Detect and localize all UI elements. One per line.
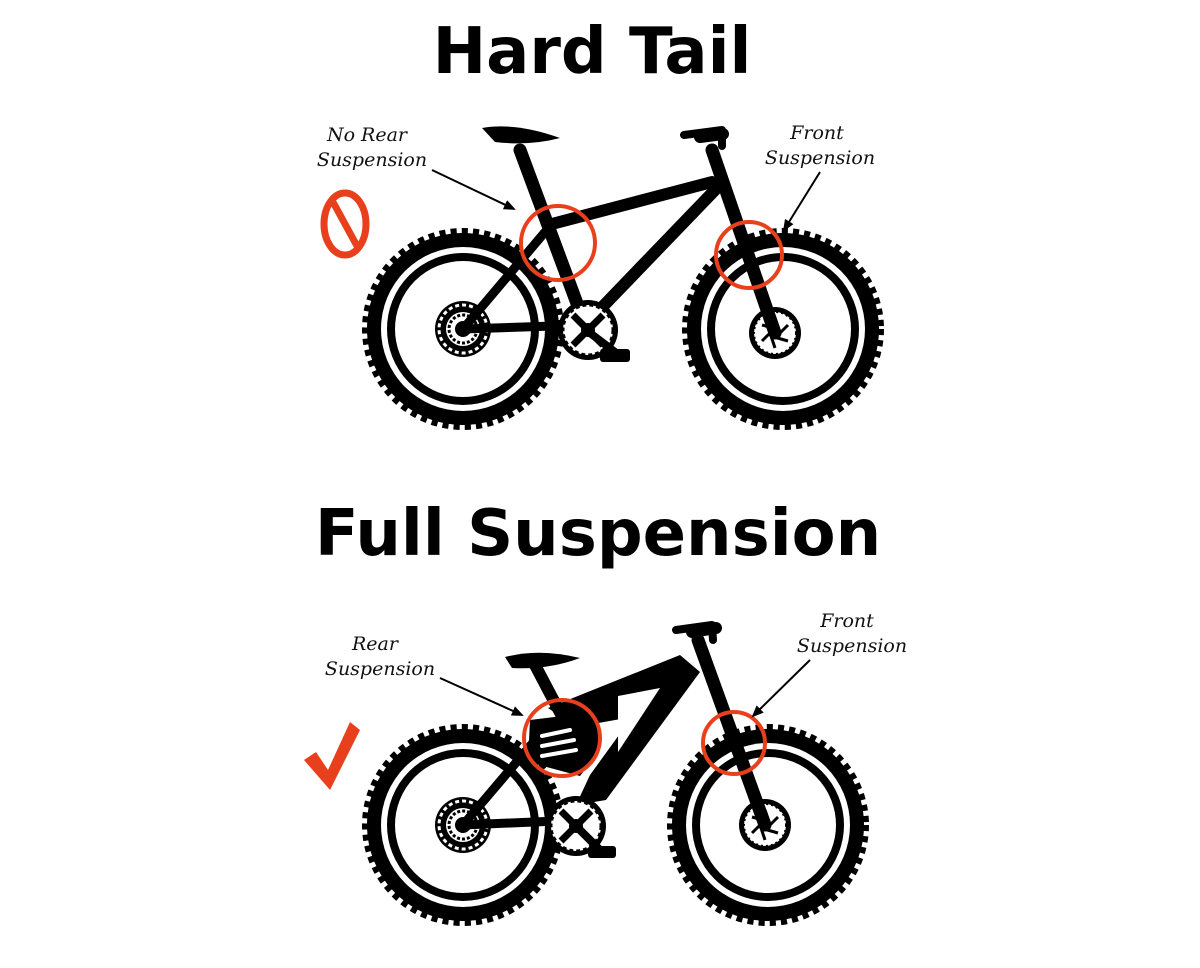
full-section: Full Suspension bbox=[304, 497, 907, 921]
full-title: Full Suspension bbox=[315, 497, 881, 571]
checkmark-icon bbox=[304, 722, 360, 790]
hardtail-bike-illustration bbox=[367, 126, 879, 425]
full-front-highlight bbox=[701, 710, 767, 776]
full-rear-highlight bbox=[522, 698, 602, 778]
full-rear-shock bbox=[528, 712, 600, 776]
full-pedal bbox=[588, 846, 616, 858]
full-saddle bbox=[505, 652, 580, 669]
hardtail-front-highlight bbox=[714, 220, 784, 290]
full-bike-illustration bbox=[367, 621, 864, 921]
hardtail-rear-arrow bbox=[431, 169, 516, 210]
hardtail-front-arrow bbox=[782, 171, 821, 232]
full-rear-arrow bbox=[439, 677, 524, 716]
hardtail-rear-note: No Rear Suspension bbox=[317, 124, 427, 171]
prohibited-icon bbox=[320, 189, 370, 259]
hardtail-frame bbox=[458, 126, 782, 340]
hardtail-title: Hard Tail bbox=[433, 15, 752, 89]
hardtail-rear-highlight bbox=[519, 204, 597, 282]
hardtail-saddle bbox=[482, 126, 560, 144]
full-front-note: Front Suspension bbox=[797, 610, 907, 657]
hardtail-front-note: Front Suspension bbox=[765, 122, 875, 169]
full-rear-note: Rear Suspension bbox=[325, 633, 435, 680]
full-front-arrow bbox=[751, 659, 811, 718]
hardtail-pedal bbox=[600, 349, 630, 362]
hardtail-section: Hard Tail bbox=[317, 15, 879, 425]
